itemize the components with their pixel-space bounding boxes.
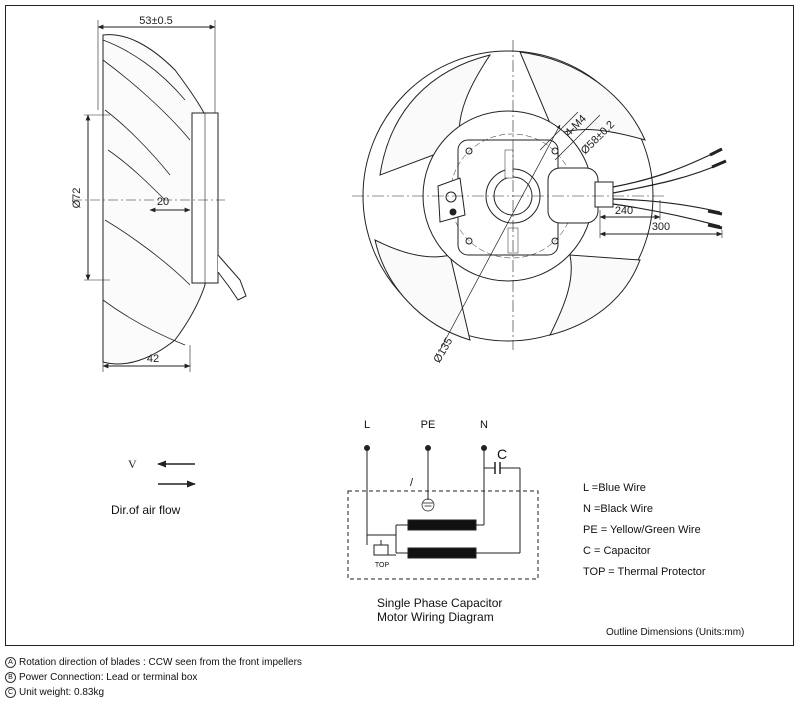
legend-item-top: TOP = Thermal Protector	[583, 566, 706, 578]
footnote-rotation-text: Rotation direction of blades : CCW seen …	[19, 657, 302, 668]
terminal-n: N	[480, 419, 488, 431]
outline-dimensions-note: Outline Dimensions (Units:mm)	[606, 627, 745, 638]
legend-item-pe: PE = Yellow/Green Wire	[583, 524, 701, 536]
footnote-weight-text: Unit weight: 0.83kg	[19, 687, 105, 698]
legend-item-n: N =Black Wire	[583, 503, 653, 515]
footnote-connection-text: Power Connection: Lead or terminal box	[19, 672, 198, 683]
wiring-title-line1: Single Phase Capacitor	[377, 596, 503, 610]
wiring-title-line2: Motor Wiring Diagram	[377, 610, 494, 624]
terminal-l: L	[364, 419, 370, 431]
terminal-pe: PE	[421, 419, 436, 431]
wiring-slash: /	[410, 477, 414, 489]
mark-c-icon: C	[5, 686, 16, 698]
dim-depth-20: 20	[157, 196, 169, 208]
dim-lead-240: 240	[615, 205, 633, 217]
airflow-label: Dir.of air flow	[111, 503, 181, 517]
legend-item-l: L =Blue Wire	[583, 482, 646, 494]
airflow-symbol: V	[128, 457, 137, 471]
legend-item-c: C = Capacitor	[583, 545, 651, 557]
mark-a-icon: A	[5, 656, 16, 668]
drawing-frame	[5, 5, 794, 646]
airflow-arrows	[157, 460, 196, 488]
dim-lead-300: 300	[652, 221, 670, 233]
mark-b-icon: B	[5, 671, 16, 683]
thermal-protector-label: TOP	[375, 562, 390, 569]
side-view	[72, 20, 247, 372]
dim-diameter-72: Ø72	[71, 188, 83, 209]
wiring-diagram-title: Single Phase Capacitor Motor Wiring Diag…	[377, 596, 502, 624]
dim-width-total: 53±0.5	[139, 15, 173, 27]
wiring-diagram	[347, 445, 539, 580]
dim-outer-diameter: Ø135	[431, 336, 455, 365]
wire-legend: L =Blue Wire N =Black Wire PE = Yellow/G…	[583, 478, 706, 583]
dim-base-42: 42	[147, 353, 159, 365]
front-view	[352, 40, 727, 351]
capacitor-label: C	[497, 446, 507, 462]
